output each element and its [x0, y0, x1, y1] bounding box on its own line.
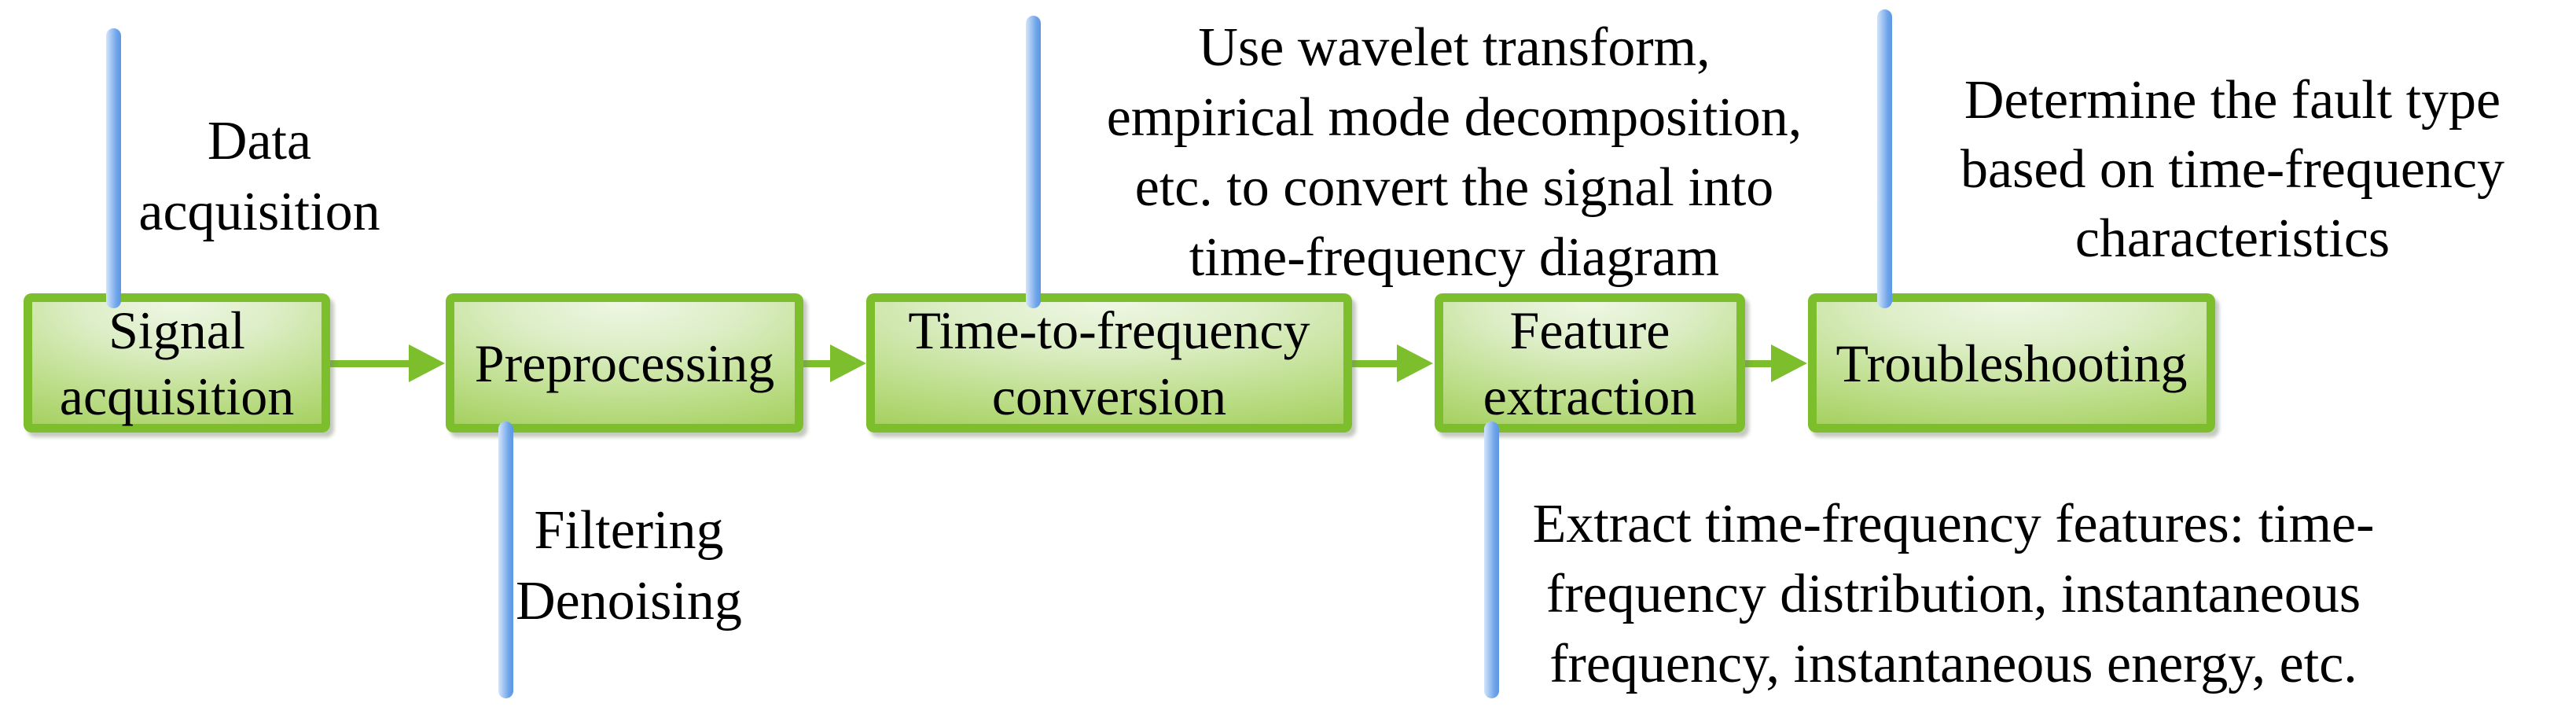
- annotation-line: Extract time-frequency features: time-: [1532, 494, 2375, 554]
- callout-line-data-acquisition: [106, 28, 121, 308]
- annotation-line: characteristics: [2074, 208, 2390, 269]
- process-box-feature-extraction: Feature extraction: [1435, 293, 1745, 433]
- annotation-line: Filtering: [534, 500, 724, 561]
- annotation-line: based on time-frequency: [1960, 139, 2504, 200]
- process-box-signal-acquisition: Signal acquisition: [24, 293, 330, 433]
- annotation-line: Data: [207, 111, 312, 171]
- annotation-line: Denoising: [516, 571, 742, 631]
- annotation-line: frequency, instantaneous energy, etc.: [1549, 634, 2357, 694]
- arrow-shaft: [803, 360, 832, 367]
- callout-line-determine: [1877, 9, 1892, 308]
- box-label: Time-to-frequency conversion: [908, 300, 1310, 426]
- annotation-data-acquisition: Data acquisition: [138, 106, 380, 248]
- arrow-shaft: [1352, 360, 1398, 367]
- arrow-head-icon: [409, 344, 445, 382]
- annotation-line: time-frequency diagram: [1189, 227, 1720, 288]
- annotation-line: Use wavelet transform,: [1198, 17, 1711, 78]
- annotation-line: frequency distribution, instantaneous: [1545, 564, 2361, 624]
- callout-line-filtering: [498, 422, 513, 698]
- annotation-line: etc. to convert the signal into: [1134, 157, 1774, 218]
- arrow-head-icon: [1771, 344, 1807, 382]
- annotation-line: empirical mode decomposition,: [1106, 87, 1802, 148]
- box-label: Signal acquisition: [59, 300, 295, 426]
- annotation-line: acquisition: [138, 182, 380, 242]
- arrow-head-icon: [1397, 344, 1433, 382]
- callout-line-extract: [1484, 422, 1499, 698]
- process-box-troubleshooting: Troubleshooting: [1808, 293, 2215, 433]
- box-label: Feature extraction: [1483, 300, 1697, 426]
- process-box-preprocessing: Preprocessing: [446, 293, 803, 433]
- arrow-head-icon: [830, 344, 866, 382]
- process-box-time-to-frequency-conversion: Time-to-frequency conversion: [866, 293, 1352, 433]
- arrow-shaft: [1745, 360, 1773, 367]
- annotation-wavelet-transform: Use wavelet transform, empirical mode de…: [1107, 13, 1802, 293]
- callout-line-wavelet: [1026, 16, 1041, 308]
- annotation-filtering-denoising: Filtering Denoising: [516, 495, 742, 637]
- box-label: Troubleshooting: [1836, 333, 2188, 393]
- arrow-shaft: [330, 360, 410, 367]
- annotation-determine-fault: Determine the fault type based on time-f…: [1960, 66, 2504, 274]
- box-label: Preprocessing: [474, 333, 775, 393]
- annotation-line: Determine the fault type: [1964, 70, 2501, 131]
- annotation-extract-features: Extract time-frequency features: time- f…: [1533, 489, 2375, 699]
